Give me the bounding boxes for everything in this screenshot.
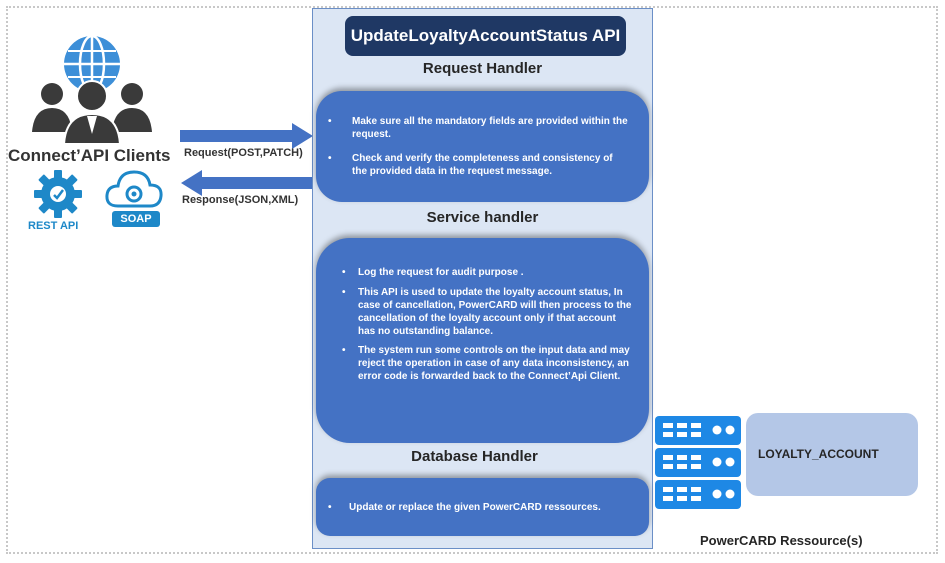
people-group-icon — [32, 80, 152, 145]
server-stack-icon — [655, 416, 741, 509]
gear-icon — [34, 170, 82, 218]
soap-label: SOAP — [112, 211, 160, 227]
request-item: • Check and verify the completeness and … — [328, 153, 613, 177]
api-title: UpdateLoyaltyAccountStatus API — [345, 16, 626, 56]
clients-title: Connect’API Clients — [8, 146, 171, 165]
rest-api-label: REST API — [28, 220, 79, 232]
database-item: • Update or replace the given PowerCARD … — [328, 502, 601, 513]
left-arrow-icon — [181, 170, 314, 196]
service-handler-box: • Log the request for audit purpose . • … — [316, 238, 649, 443]
service-item: • Log the request for audit purpose . — [342, 267, 524, 278]
request-handler-box: • Make sure all the mandatory fields are… — [316, 91, 649, 202]
database-handler-box: • Update or replace the given PowerCARD … — [316, 478, 649, 536]
right-arrow-icon — [180, 123, 313, 149]
request-item: • Make sure all the mandatory fields are… — [328, 116, 628, 140]
database-handler-title: Database Handler — [411, 448, 538, 465]
request-handler-title: Request Handler — [422, 60, 543, 77]
request-label: Request(POST,PATCH) — [184, 147, 303, 159]
service-item: • The system run some controls on the in… — [342, 345, 630, 382]
clients-illustration — [32, 34, 152, 145]
outer-frame — [6, 6, 938, 554]
service-item: • This API is used to update the loyalty… — [342, 287, 632, 337]
loyalty-account-entity: LOYALTY_ACCOUNT — [746, 413, 918, 496]
cloud-gear-icon — [105, 170, 163, 208]
service-handler-title: Service handler — [426, 209, 539, 226]
powercard-resources-label: PowerCARD Ressource(s) — [700, 533, 863, 548]
response-label: Response(JSON,XML) — [182, 194, 299, 206]
